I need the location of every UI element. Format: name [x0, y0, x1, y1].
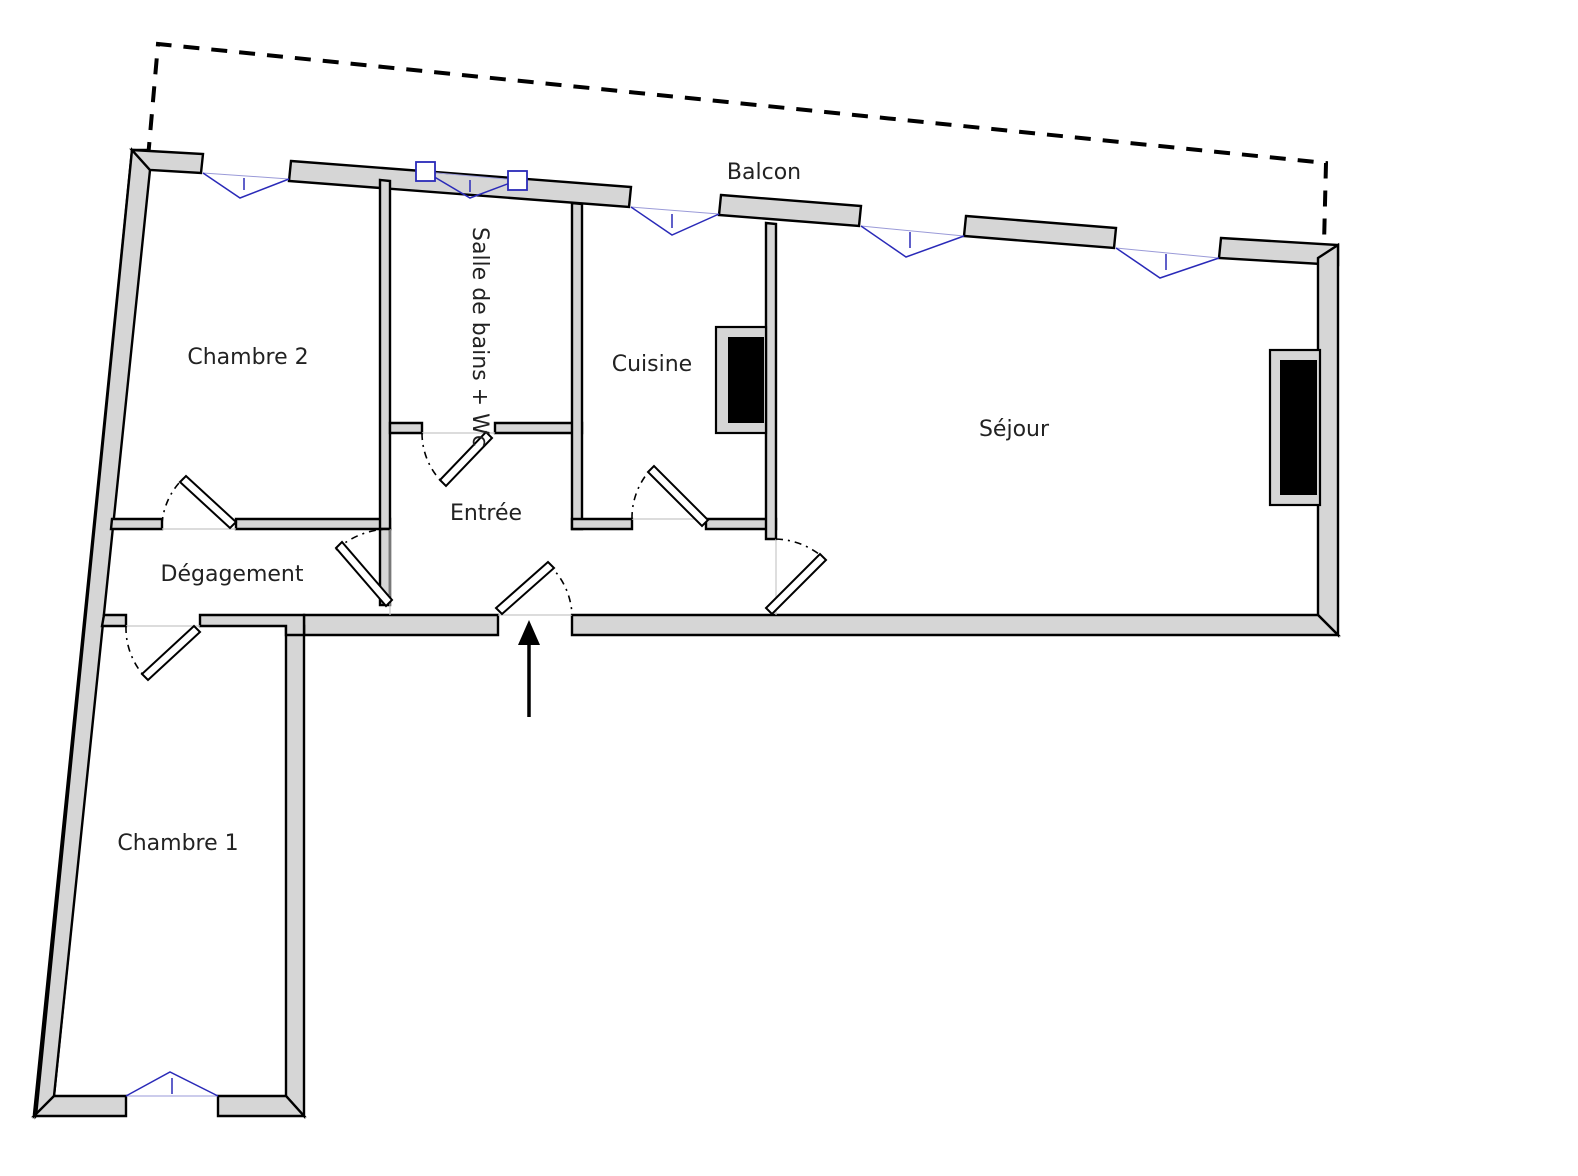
window-sejour-1 [860, 225, 965, 258]
wall-degagement-bottom-right [198, 613, 306, 637]
door-chambre1[interactable] [125, 624, 202, 682]
window-bath [415, 161, 528, 199]
wall-chambre2-bottom-right [234, 517, 392, 531]
wall-chambre2-bottom-left [109, 517, 164, 531]
wall-top-2 [287, 159, 633, 209]
wall-bath-bottom-right [493, 421, 584, 435]
window-sejour-2 [1115, 247, 1220, 279]
door-degagement-entree[interactable] [334, 528, 394, 608]
balcony-outline [146, 41, 1329, 245]
wall-partition-2 [570, 201, 584, 531]
chimney-living [1268, 348, 1322, 507]
label-degagement: Dégagement [161, 562, 304, 587]
door-sejour[interactable] [764, 538, 828, 616]
window-chambre2 [202, 172, 290, 199]
wall-chambre1-bottom-left [31, 1094, 128, 1118]
wall-top-3 [717, 193, 863, 228]
label-salle-de-bains: Salle de bains + Wc [467, 227, 492, 447]
label-cuisine: Cuisine [612, 352, 692, 377]
wall-chambre1-right [284, 624, 306, 1120]
label-chambre-2: Chambre 2 [187, 345, 308, 370]
label-sejour: Séjour [979, 417, 1050, 442]
chimney-kitchen [714, 325, 768, 435]
label-balcon: Balcon [727, 160, 801, 185]
door-kitchen[interactable] [631, 464, 710, 528]
wall-partition-3 [764, 221, 778, 541]
wall-top-4 [962, 214, 1118, 250]
window-kitchen [630, 206, 720, 236]
wall-partition-1 [378, 178, 392, 531]
door-chambre2[interactable] [161, 474, 238, 530]
wall-left-exterior-band [34, 147, 152, 1120]
wall-degagement-bottom-left [100, 613, 128, 628]
entrance-arrow-icon [518, 620, 540, 717]
wall-kitchen-bottom-left [570, 517, 634, 531]
wall-chambre1-bottom-right [216, 1094, 307, 1118]
wall-top-1 [129, 148, 205, 175]
wall-bottom-right [570, 613, 1341, 637]
window-chambre1 [125, 1071, 219, 1097]
door-bath[interactable] [421, 430, 494, 488]
door-entrance[interactable] [494, 560, 573, 616]
wall-bottom-entry [302, 613, 500, 637]
wall-bath-bottom-left [388, 421, 424, 435]
label-entree: Entrée [450, 501, 522, 526]
label-chambre-1: Chambre 1 [117, 831, 238, 856]
